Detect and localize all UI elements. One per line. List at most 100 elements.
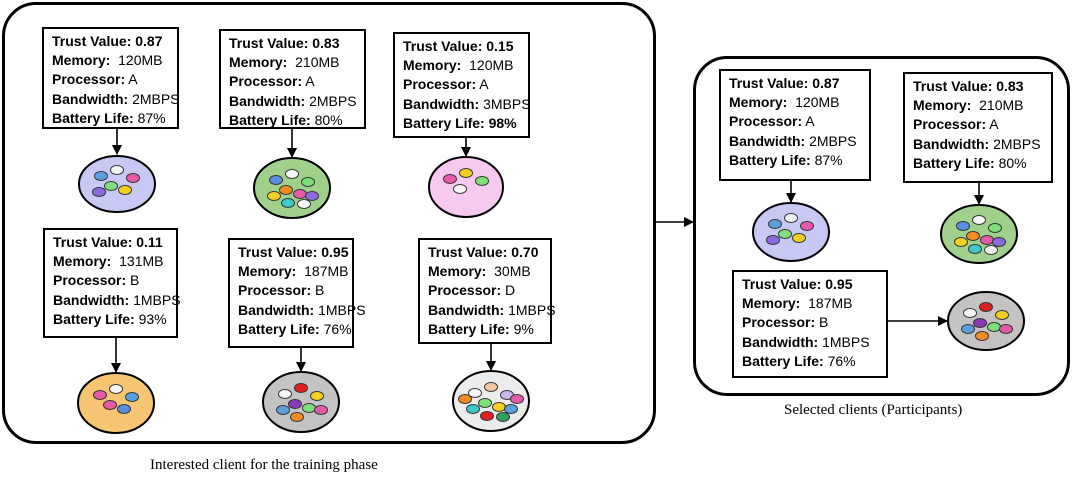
- device-dot: [980, 235, 994, 245]
- device-dot: [778, 229, 792, 239]
- device-dot: [954, 237, 968, 247]
- bandwidth-value: 2MBPS: [809, 132, 857, 149]
- memory-label: Memory:: [238, 263, 297, 280]
- participant-card-s1: Trust Value: 0.87 Memory: 120MB Processo…: [719, 69, 871, 181]
- processor-value: D: [505, 282, 516, 299]
- trust-label: Trust Value:: [729, 75, 809, 91]
- processor-label: Processor:: [229, 73, 303, 90]
- device-dot: [103, 400, 117, 410]
- client-card-c1: Trust Value: 0.87 Memory: 120MB Processo…: [42, 27, 180, 129]
- participant-card-s3: Trust Value: 0.95 Memory: 187MB Processo…: [732, 270, 888, 378]
- memory-label: Memory:: [742, 295, 801, 312]
- device-dot: [293, 189, 307, 199]
- battery-label: Battery Life:: [229, 111, 311, 128]
- device-dot: [492, 402, 506, 412]
- battery-value: 80%: [998, 154, 1027, 171]
- battery-label: Battery Life:: [238, 320, 320, 337]
- memory-label: Memory:: [729, 94, 788, 111]
- device-dot: [988, 223, 1002, 233]
- interested-clients-caption: Interested client for the training phase: [150, 457, 378, 473]
- processor-value: A: [989, 116, 999, 133]
- processor-value: B: [130, 272, 140, 289]
- client-card-c6: Trust Value: 0.70 Memory: 30MB Processor…: [418, 238, 556, 344]
- battery-label: Battery Life:: [729, 151, 811, 168]
- processor-label: Processor:: [742, 314, 816, 331]
- client-card-c3: Trust Value: 0.15 Memory: 120MB Processo…: [393, 32, 531, 138]
- device-dot: [126, 173, 140, 183]
- device-dot: [453, 184, 467, 194]
- device-dot: [294, 383, 308, 393]
- memory-value: 120MB: [118, 52, 163, 69]
- trust-value: 0.87: [812, 75, 840, 91]
- battery-label: Battery Life:: [53, 310, 135, 327]
- device-dot: [301, 177, 315, 187]
- device-dot: [961, 324, 975, 334]
- trust-label: Trust Value:: [53, 234, 133, 250]
- battery-label: Battery Life:: [403, 114, 485, 131]
- memory-value: 131MB: [119, 253, 164, 270]
- device-dot: [984, 245, 998, 255]
- trust-value: 0.15: [486, 38, 514, 54]
- processor-label: Processor:: [729, 113, 803, 130]
- client-card-c2: Trust Value: 0.83 Memory: 210MB Processo…: [219, 29, 366, 129]
- bandwidth-label: Bandwidth:: [742, 333, 819, 350]
- memory-value: 187MB: [808, 295, 853, 312]
- device-dot: [281, 198, 295, 208]
- bandwidth-value: 1MBPS: [133, 291, 181, 308]
- device-dot: [92, 187, 106, 197]
- device-dot: [975, 331, 989, 341]
- processor-label: Processor:: [53, 272, 127, 289]
- battery-value: 93%: [138, 310, 167, 327]
- memory-label: Memory:: [403, 57, 462, 74]
- client-cluster-c4: [77, 372, 155, 434]
- client-cluster-c1: [78, 155, 156, 213]
- client-cluster-s1: [752, 202, 830, 262]
- participant-card-s2: Trust Value: 0.83 Memory: 210MB Processo…: [903, 72, 1053, 183]
- client-cluster-c3: [428, 156, 504, 218]
- bandwidth-value: 2MBPS: [132, 90, 180, 107]
- device-dot: [443, 174, 457, 184]
- bandwidth-label: Bandwidth:: [729, 132, 806, 149]
- device-dot: [504, 404, 518, 414]
- device-dot: [468, 388, 482, 398]
- client-cluster-s2: [940, 204, 1018, 264]
- device-dot: [484, 382, 498, 392]
- processor-label: Processor:: [238, 282, 312, 299]
- memory-value: 210MB: [979, 97, 1024, 114]
- client-cluster-c5: [262, 371, 340, 433]
- device-dot: [276, 405, 290, 415]
- trust-value: 0.95: [825, 276, 853, 292]
- device-dot: [118, 185, 132, 195]
- device-dot: [766, 235, 780, 245]
- device-dot: [314, 405, 328, 415]
- bandwidth-label: Bandwidth:: [229, 92, 306, 109]
- memory-label: Memory:: [52, 52, 111, 69]
- device-dot: [458, 394, 472, 404]
- processor-value: A: [479, 76, 489, 93]
- memory-value: 30MB: [494, 263, 531, 280]
- trust-label: Trust Value:: [428, 244, 508, 260]
- device-dot: [792, 233, 806, 243]
- device-dot: [968, 244, 982, 254]
- battery-value: 87%: [814, 151, 843, 168]
- memory-value: 120MB: [795, 94, 840, 111]
- memory-value: 210MB: [295, 54, 340, 71]
- device-dot: [972, 215, 986, 225]
- processor-value: A: [128, 71, 138, 88]
- device-dot: [278, 389, 292, 399]
- processor-value: A: [805, 113, 815, 130]
- memory-label: Memory:: [229, 54, 288, 71]
- device-dot: [999, 324, 1013, 334]
- bandwidth-value: 1MBPS: [318, 301, 366, 318]
- processor-label: Processor:: [428, 282, 502, 299]
- processor-label: Processor:: [403, 76, 477, 93]
- device-dot: [109, 384, 123, 394]
- battery-value: 9%: [513, 320, 534, 337]
- trust-value: 0.83: [996, 78, 1024, 94]
- processor-label: Processor:: [52, 71, 126, 88]
- device-dot: [290, 412, 304, 422]
- device-dot: [979, 302, 993, 312]
- memory-label: Memory:: [428, 263, 487, 280]
- bandwidth-label: Bandwidth:: [428, 301, 505, 318]
